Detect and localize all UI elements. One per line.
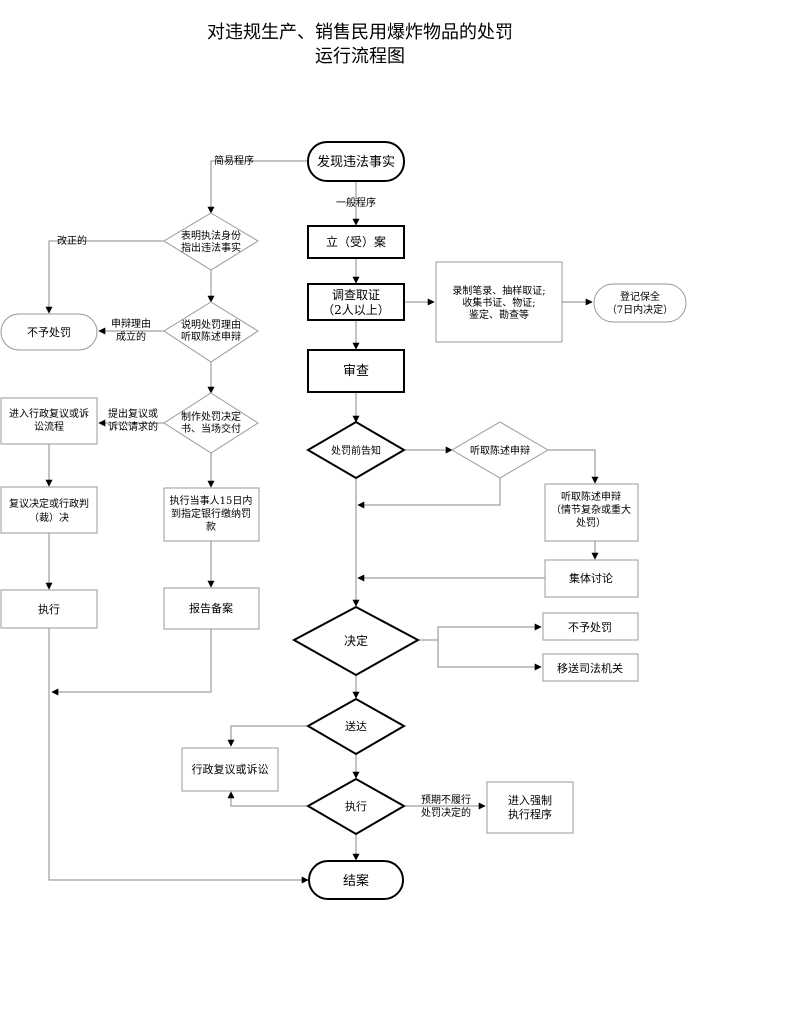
label-defense-valid-line2: 成立的 bbox=[116, 330, 146, 343]
node-close-case-label: 结案 bbox=[343, 874, 369, 889]
node-no-penalty-left: 不予处罚 bbox=[0, 313, 98, 351]
node-decision-label: 决定 bbox=[344, 633, 368, 648]
label-overdue-line2: 处罚决定的 bbox=[421, 806, 471, 819]
node-enter-review-line1: 进入行政复议或诉 bbox=[9, 407, 89, 420]
node-hearing-complex-line2: （情节复杂或重大 bbox=[551, 503, 631, 516]
node-deliver: 送达 bbox=[305, 697, 407, 756]
node-pay-fine-line2: 到指定银行缴纳罚 bbox=[171, 507, 251, 520]
node-admin-review-lawsuit-label: 行政复议或诉讼 bbox=[192, 762, 269, 776]
node-make-decision: 制作处罚决定 书、当场交付 bbox=[163, 392, 259, 454]
node-hear-statement: 听取陈述申辩 bbox=[451, 421, 549, 479]
node-evidence-methods-line3: 鉴定、勘查等 bbox=[469, 308, 529, 321]
node-show-identity: 表明执法身份 指出违法事实 bbox=[163, 212, 259, 271]
node-no-penalty-right-label: 不予处罚 bbox=[568, 621, 612, 634]
node-hearing-complex-line3: 处罚） bbox=[576, 517, 606, 529]
node-hearing-complex-line1: 听取陈述申辩 bbox=[561, 490, 621, 503]
node-investigate: 调查取证 （2人以上） bbox=[307, 283, 405, 321]
label-general-procedure: 一般程序 bbox=[336, 196, 376, 209]
node-enforce-line2: 执行程序 bbox=[508, 807, 552, 821]
node-pay-fine-line1: 执行当事人15日内 bbox=[170, 494, 253, 507]
label-simple-procedure: 简易程序 bbox=[214, 154, 254, 167]
node-admin-review-lawsuit: 行政复议或诉讼 bbox=[181, 747, 279, 792]
node-discover-violation-label: 发现违法事实 bbox=[317, 154, 395, 170]
connectors bbox=[45, 160, 599, 884]
node-discover-violation: 发现违法事实 bbox=[307, 141, 405, 182]
node-enter-review-line2: 讼流程 bbox=[34, 420, 64, 433]
node-close-case: 结案 bbox=[308, 860, 404, 900]
node-explain-reason-line1: 说明处罚理由 bbox=[181, 318, 241, 331]
node-review-result-line1: 复议决定或行政判 bbox=[9, 497, 89, 510]
node-execute-main-label: 执行 bbox=[345, 799, 367, 813]
node-register-preserve-line2: （7日内决定） bbox=[607, 303, 673, 316]
label-overdue-line1: 预期不履行 bbox=[421, 793, 471, 806]
node-execute-left-label: 执行 bbox=[38, 602, 60, 616]
node-review: 审查 bbox=[307, 349, 405, 393]
node-investigate-line1: 调查取证 bbox=[332, 288, 380, 302]
node-enforce: 进入强制 执行程序 bbox=[486, 781, 574, 834]
node-enforce-line1: 进入强制 bbox=[508, 794, 552, 807]
node-pre-notice-label: 处罚前告知 bbox=[331, 444, 381, 457]
node-review-result-line2: （裁）决 bbox=[29, 511, 69, 524]
node-report-file: 报告备案 bbox=[163, 587, 260, 630]
node-execute-left: 执行 bbox=[0, 589, 98, 629]
node-pre-notice: 处罚前告知 bbox=[306, 420, 406, 480]
node-hear-statement-label: 听取陈述申辩 bbox=[470, 444, 530, 457]
diagram-title-line1: 对违规生产、销售民用爆炸物品的处罚 bbox=[207, 22, 513, 43]
edge-labels: 简易程序 一般程序 改正的 申辩理由 成立的 提出复议或 诉讼请求的 预期不履行… bbox=[57, 154, 471, 819]
node-show-identity-line2: 指出违法事实 bbox=[181, 241, 241, 254]
node-transfer-judicial-label: 移送司法机关 bbox=[557, 661, 623, 675]
node-pay-fine-line3: 款 bbox=[206, 520, 216, 533]
node-report-file-label: 报告备案 bbox=[189, 601, 233, 615]
node-transfer-judicial: 移送司法机关 bbox=[542, 653, 639, 682]
diagram-title-line2: 运行流程图 bbox=[315, 46, 405, 67]
node-evidence-methods-line2: 收集书证、物证; bbox=[462, 296, 535, 309]
node-no-penalty-right: 不予处罚 bbox=[542, 612, 639, 641]
node-collective-discussion: 集体讨论 bbox=[544, 559, 639, 598]
node-collective-discussion-label: 集体讨论 bbox=[569, 571, 613, 585]
node-register-preserve-line1: 登记保全 bbox=[620, 290, 660, 303]
node-deliver-label: 送达 bbox=[345, 719, 367, 733]
node-explain-reason-line2: 听取陈述申辩 bbox=[181, 330, 241, 343]
label-defense-valid-line1: 申辩理由 bbox=[111, 317, 151, 330]
node-evidence-methods: 录制笔录、抽样取证; 收集书证、物证; 鉴定、勘查等 bbox=[435, 261, 563, 343]
node-explain-reason: 说明处罚理由 听取陈述申辩 bbox=[163, 301, 259, 363]
label-corrected: 改正的 bbox=[57, 234, 87, 247]
node-hearing-complex: 听取陈述申辩 （情节复杂或重大 处罚） bbox=[544, 483, 639, 542]
node-pay-fine: 执行当事人15日内 到指定银行缴纳罚 款 bbox=[163, 487, 260, 542]
label-appeal-request-line2: 诉讼请求的 bbox=[108, 420, 158, 433]
node-investigate-line2: （2人以上） bbox=[322, 303, 390, 317]
node-file-case: 立（受）案 bbox=[307, 225, 405, 259]
node-show-identity-line1: 表明执法身份 bbox=[181, 229, 241, 242]
node-decision: 决定 bbox=[291, 605, 421, 677]
node-file-case-label: 立（受）案 bbox=[326, 234, 386, 249]
node-review-label: 审查 bbox=[343, 364, 369, 379]
node-no-penalty-left-label: 不予处罚 bbox=[27, 326, 71, 339]
node-make-decision-line1: 制作处罚决定 bbox=[181, 410, 241, 423]
node-make-decision-line2: 书、当场交付 bbox=[181, 422, 241, 435]
node-evidence-methods-line1: 录制笔录、抽样取证; bbox=[452, 284, 545, 297]
node-review-result: 复议决定或行政判 （裁）决 bbox=[0, 486, 98, 534]
node-register-preserve: 登记保全 （7日内决定） bbox=[593, 283, 687, 323]
label-appeal-request-line1: 提出复议或 bbox=[108, 407, 158, 420]
node-execute-main: 执行 bbox=[305, 777, 407, 836]
node-enter-review: 进入行政复议或诉 讼流程 bbox=[0, 397, 98, 445]
